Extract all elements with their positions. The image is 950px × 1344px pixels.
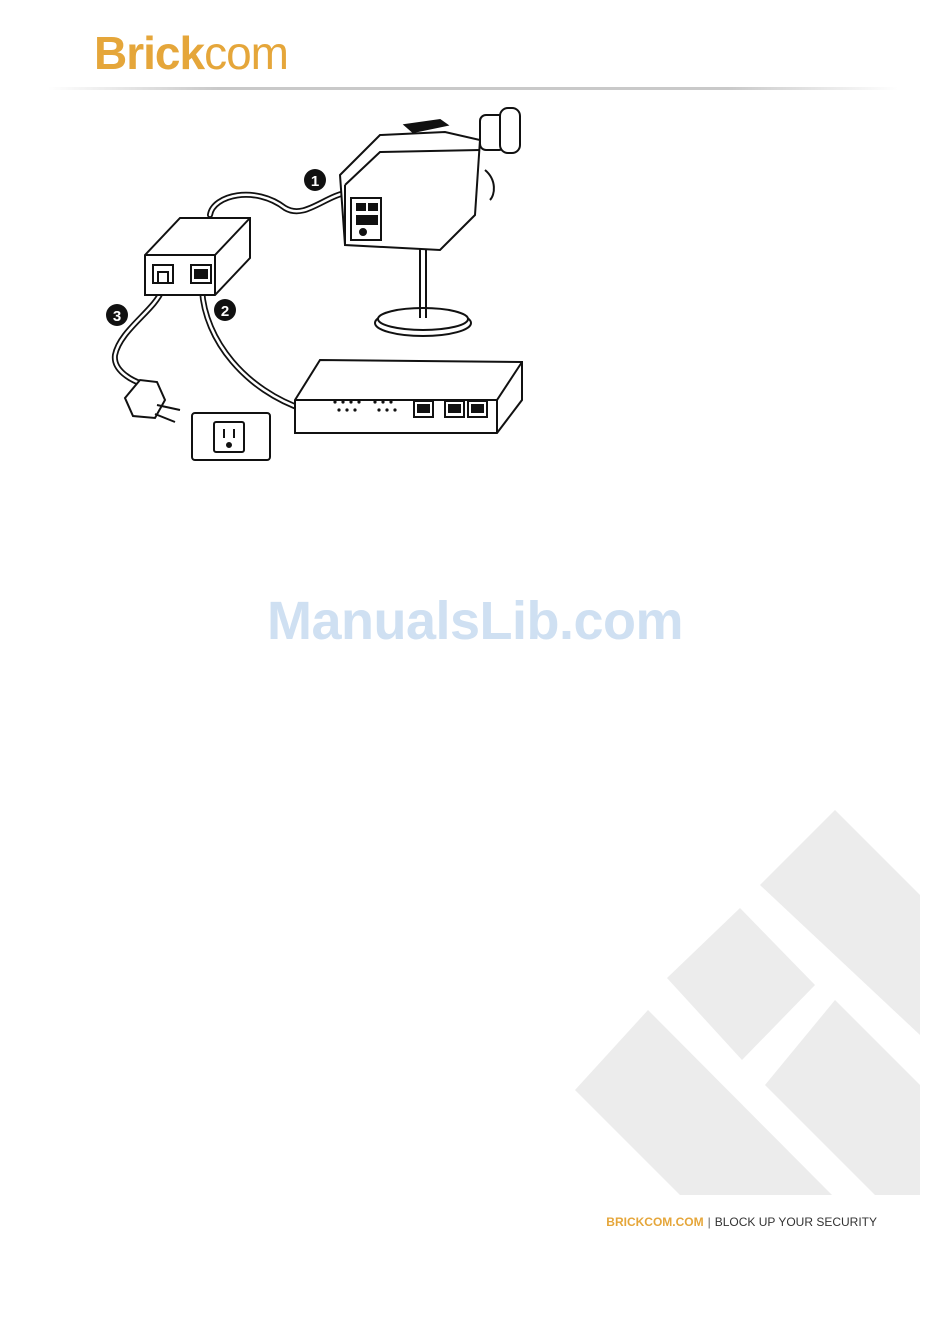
- power-plug: [125, 380, 180, 422]
- wall-outlet: [192, 413, 270, 460]
- watermark-text: ManualsLib.com: [0, 590, 950, 652]
- poe-connection-diagram: 1 2 3: [95, 100, 535, 465]
- footer-tagline: BLOCK UP YOUR SECURITY: [715, 1215, 877, 1229]
- brand-decor-blocks: [570, 800, 920, 1200]
- callout-2-label: 2: [221, 303, 229, 320]
- page-footer: BRICKCOM.COM | BLOCK UP YOUR SECURITY: [606, 1215, 877, 1229]
- footer-site: BRICKCOM.COM: [606, 1215, 703, 1229]
- logo-text-bold: Brick: [94, 27, 204, 79]
- brickcom-logo: Brickcom: [94, 30, 288, 76]
- callout-3: 3: [106, 304, 128, 326]
- callout-1-label: 1: [311, 173, 319, 190]
- poe-injector: [145, 218, 250, 295]
- callout-2: 2: [214, 299, 236, 321]
- header-divider: [48, 87, 898, 90]
- logo-text-light: com: [204, 27, 288, 79]
- footer-separator: |: [708, 1215, 711, 1229]
- network-switch: [295, 360, 522, 433]
- callout-3-label: 3: [113, 308, 121, 325]
- box-camera: [340, 108, 520, 336]
- callout-1: 1: [304, 169, 326, 191]
